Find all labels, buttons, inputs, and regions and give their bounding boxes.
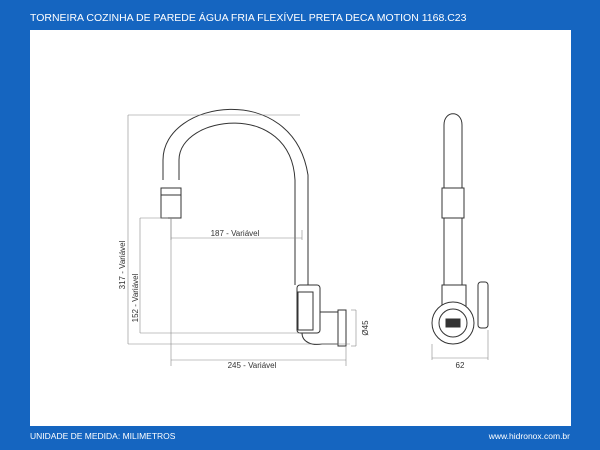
handle-lever xyxy=(297,291,314,331)
spout-tube xyxy=(162,108,309,285)
side-flange-inner xyxy=(438,308,468,338)
aerator xyxy=(160,187,182,219)
side-aerator xyxy=(441,187,465,219)
front-view xyxy=(160,108,347,347)
drawing-canvas: 317 - Variável 152 - Variável 187 - Vari… xyxy=(30,30,571,426)
side-spout-tube xyxy=(443,113,463,295)
front-dimension-lines xyxy=(127,114,357,366)
dim-total-depth: 245 - Variável xyxy=(228,361,277,370)
wall-flange xyxy=(337,309,347,347)
faucet-body xyxy=(296,284,321,334)
dim-spout-reach: 187 - Variável xyxy=(211,229,260,238)
side-handle xyxy=(477,281,489,329)
unit-label: UNIDADE DE MEDIDA: MILIMETROS xyxy=(30,431,176,441)
dim-base-diameter: Ø45 xyxy=(361,320,370,336)
side-view xyxy=(431,113,489,345)
side-brand-plate xyxy=(445,318,461,328)
dim-total-height: 317 - Variável xyxy=(118,240,127,289)
dim-side-width: 62 xyxy=(456,361,465,370)
drawing-title: TORNEIRA COZINHA DE PAREDE ÁGUA FRIA FLE… xyxy=(30,12,467,24)
technical-drawing: 317 - Variável 152 - Variável 187 - Vari… xyxy=(118,108,489,370)
website-link[interactable]: www.hidronox.com.br xyxy=(488,431,570,441)
side-dimension-lines xyxy=(431,330,489,360)
dim-outlet-height: 152 - Variável xyxy=(131,273,140,322)
